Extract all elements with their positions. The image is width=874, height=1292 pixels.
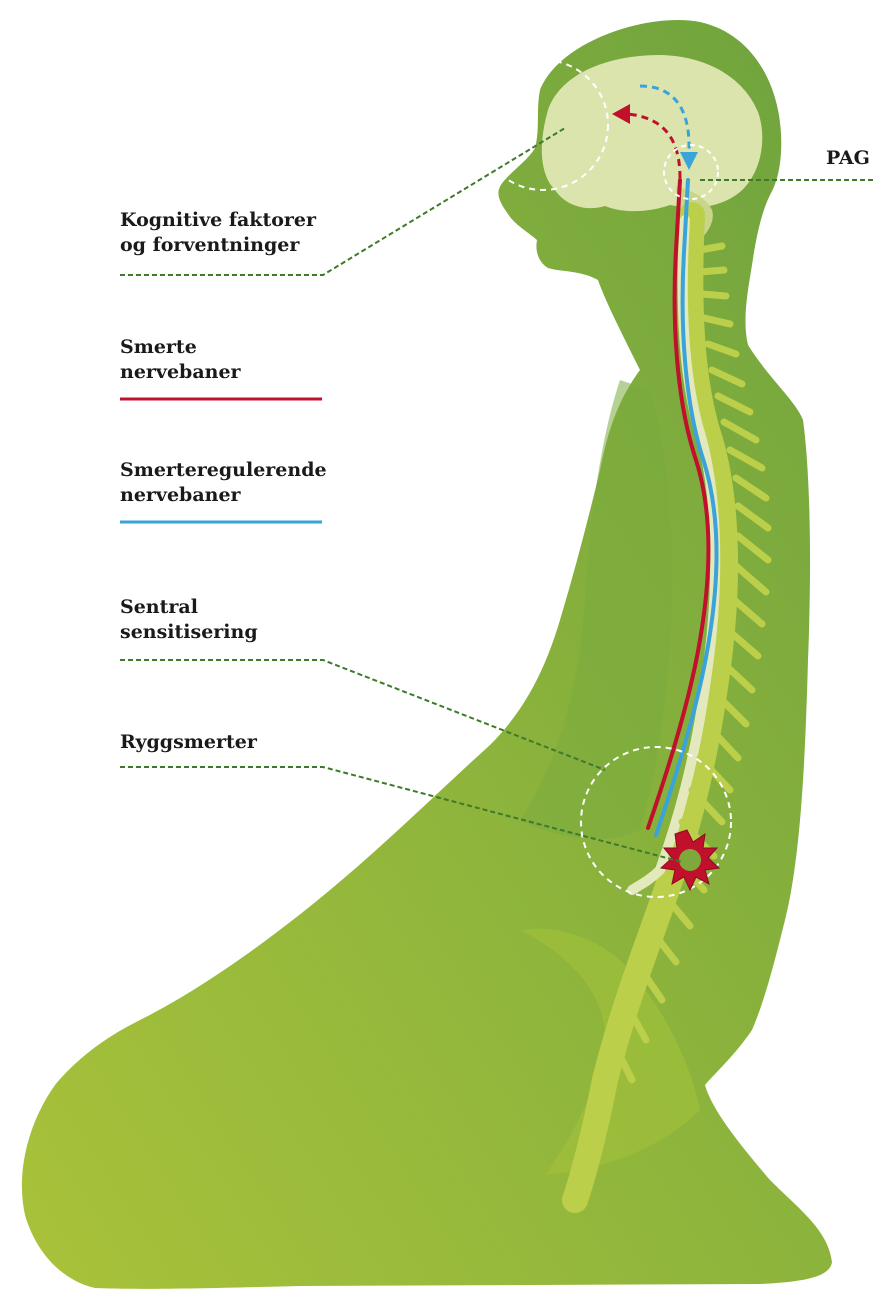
label-kognitive-line2: og forventninger — [120, 233, 316, 258]
label-regulerende: Smerteregulerende nervebaner — [120, 458, 327, 508]
brain — [542, 55, 762, 211]
label-pag-text: PAG — [826, 146, 870, 171]
label-smerte-line1: Smerte — [120, 335, 241, 360]
label-pag: PAG — [826, 146, 870, 171]
label-sentral-line1: Sentral — [120, 595, 258, 620]
label-smerte: Smerte nervebaner — [120, 335, 241, 385]
label-sentral-line2: sensitisering — [120, 620, 258, 645]
label-smerte-line2: nervebaner — [120, 360, 241, 385]
label-sentral: Sentral sensitisering — [120, 595, 258, 645]
label-kognitive-line1: Kognitive faktorer — [120, 208, 316, 233]
label-kognitive: Kognitive faktorer og forventninger — [120, 208, 316, 258]
label-regulerende-line2: nervebaner — [120, 483, 327, 508]
label-rygg-text: Ryggsmerter — [120, 730, 257, 755]
label-rygg: Ryggsmerter — [120, 730, 257, 755]
label-regulerende-line1: Smerteregulerende — [120, 458, 327, 483]
pain-burst-center — [679, 849, 701, 871]
